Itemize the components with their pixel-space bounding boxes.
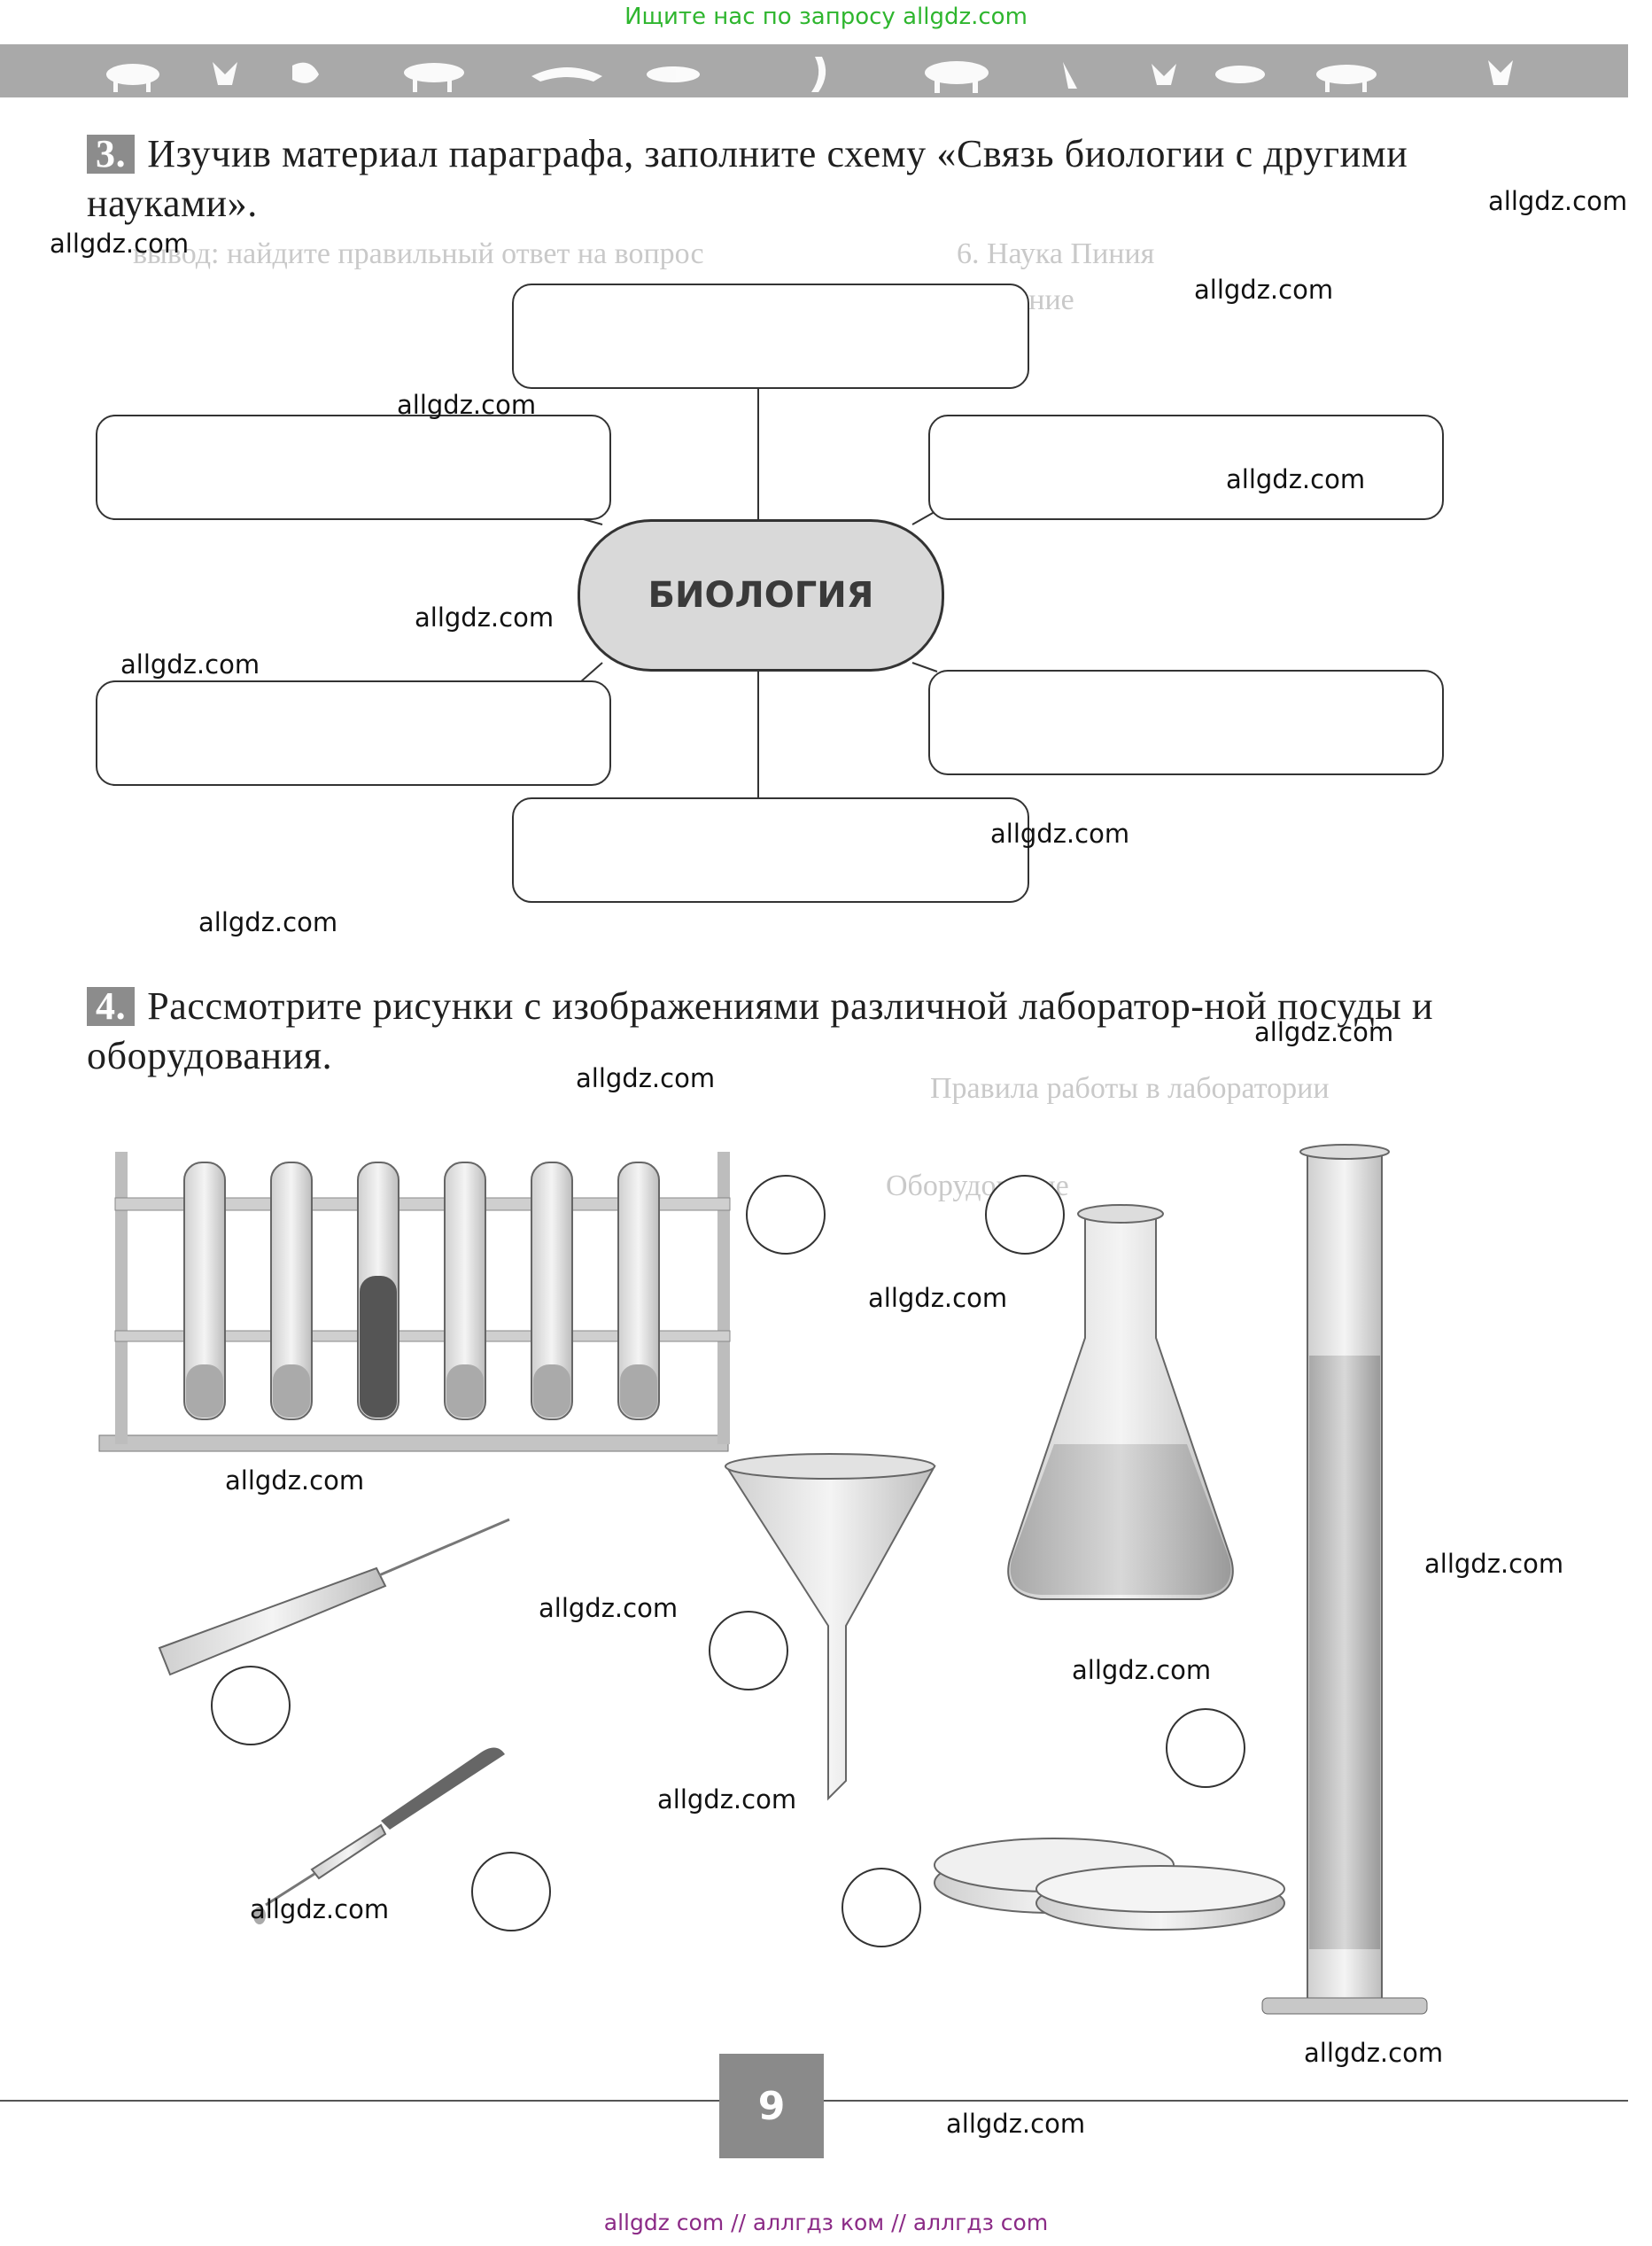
ghost-text: 6. Наука Пиния [957, 237, 1155, 270]
animal-silhouettes-icon [106, 57, 1513, 93]
answer-circle[interactable] [985, 1175, 1065, 1255]
watermark: allgdz.com [539, 1593, 679, 1623]
watermark: allgdz.com [1488, 186, 1628, 216]
center-label: БИОЛОГИЯ [648, 575, 874, 616]
science-box-right-top[interactable] [928, 415, 1444, 520]
watermark: allgdz.com [1304, 2038, 1444, 2068]
watermark: allgdz.com [1254, 1017, 1394, 1047]
watermark: allgdz.com [657, 1784, 797, 1815]
task-text: Рассмотрите рисунки с изображениями разл… [87, 984, 1434, 1077]
top-search-link[interactable]: Ищите нас по запросу allgdz.com [624, 4, 1028, 30]
answer-circle[interactable] [1166, 1708, 1245, 1788]
task-3-instruction: 3.Изучив материал параграфа, заполните с… [87, 129, 1469, 229]
ghost-text: Правила работы в лаборатории [930, 1072, 1330, 1105]
science-box-left-top[interactable] [96, 415, 611, 520]
watermark: allgdz.com [225, 1465, 365, 1496]
science-box-left-bottom[interactable] [96, 680, 611, 786]
watermark: allgdz.com [576, 1063, 716, 1093]
science-box-top[interactable] [512, 284, 1029, 389]
page-number: 9 [719, 2054, 824, 2158]
ghost-text: вывод: найдите правильный ответ на вопро… [133, 237, 704, 270]
answer-circle[interactable] [709, 1611, 788, 1690]
graduated-cylinder-icon [1261, 1144, 1428, 2015]
task-text: Изучив материал параграфа, заполните схе… [87, 132, 1408, 225]
watermark: allgdz.com [250, 1894, 390, 1924]
answer-circle[interactable] [211, 1666, 291, 1745]
watermark: allgdz.com [415, 602, 555, 633]
petri-dish-icon [934, 1838, 1285, 1931]
bottom-links[interactable]: allgdz com // аллгдз ком // аллгдз com [603, 2210, 1049, 2235]
funnel-icon [725, 1453, 936, 1801]
watermark: allgdz.com [50, 229, 190, 259]
watermark: allgdz.com [990, 819, 1130, 849]
watermark: allgdz.com [120, 649, 260, 680]
lab-equipment-illustrations [98, 1144, 1428, 2015]
watermark: allgdz.com [1226, 464, 1366, 494]
dropper-icon [253, 1747, 505, 1924]
diagram-connectors [579, 385, 940, 797]
task-number: 4. [87, 987, 136, 1026]
watermark: allgdz.com [1194, 275, 1334, 305]
biology-center-node: БИОЛОГИЯ [578, 519, 944, 672]
science-box-right-bottom[interactable] [928, 670, 1444, 775]
watermark: allgdz.com [1072, 1655, 1212, 1685]
header-banner [0, 44, 1628, 97]
watermark: allgdz.com [868, 1283, 1008, 1313]
watermark: allgdz.com [946, 2109, 1086, 2139]
test-tube-rack-icon [98, 1152, 731, 1452]
glass-pipette-icon [158, 1518, 510, 1676]
watermark: allgdz.com [1424, 1549, 1564, 1579]
task-4-instruction: 4.Рассмотрите рисунки с изображениями ра… [87, 982, 1469, 1081]
watermark: allgdz.com [397, 390, 537, 420]
answer-circle[interactable] [842, 1868, 921, 1947]
task-number: 3. [87, 135, 136, 174]
watermark: allgdz.com [198, 907, 338, 937]
answer-circle[interactable] [471, 1852, 551, 1931]
science-box-bottom[interactable] [512, 797, 1029, 903]
flask-icon [1007, 1204, 1234, 1600]
answer-circle[interactable] [746, 1175, 826, 1255]
